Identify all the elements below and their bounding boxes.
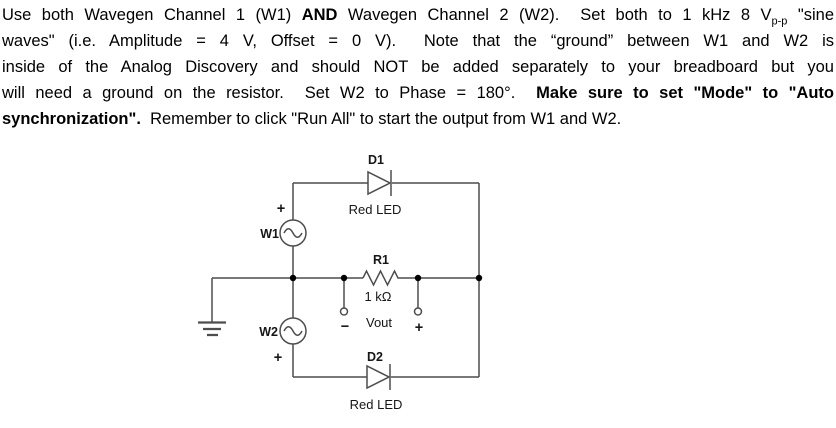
w2-label: W2 (259, 325, 278, 339)
vout-plus-terminal (413, 307, 423, 316)
text-line-1: Use both Wavegen Channel 1 (W1) AND Wave… (0, 2, 836, 28)
text-line-2: waves" (i.e. Amplitude = 4 V, Offset = 0… (0, 28, 836, 54)
junction-dot (414, 274, 422, 282)
vout-minus-sign: − (341, 319, 349, 335)
text-line-5: synchronization". Remember to click "Run… (0, 106, 836, 132)
junction-dot (475, 274, 483, 282)
text-segment: Use both Wavegen Channel 1 (W1) (2, 6, 302, 24)
w1-source-symbol (279, 219, 307, 247)
w1-label: W1 (260, 227, 279, 241)
vout-minus-terminal (339, 307, 349, 316)
circuit-schematic: + W1 D1 Red LED R1 1 kΩ Vout − + W2 + D2… (190, 144, 490, 418)
w2-plus-sign: + (274, 350, 282, 366)
d1-type-label: Red LED (349, 202, 402, 217)
w1-plus-sign: + (277, 201, 285, 217)
text-segment-bold: AND (301, 6, 338, 24)
d2-label: D2 (367, 350, 383, 364)
text-segment: inside of the Analog Discovery and shoul… (2, 58, 834, 76)
text-segment: will need a ground on the resistor. Set … (2, 84, 537, 102)
junction-dot (289, 274, 297, 282)
text-segment-bold: synchronization". (2, 110, 141, 128)
ground-symbol (198, 278, 226, 337)
text-segment: waves" (i.e. Amplitude = 4 V, Offset = 0… (2, 32, 834, 50)
junction-dot (340, 274, 348, 282)
text-segment: Wavegen Channel 2 (W2). Set both to 1 kH… (337, 6, 772, 24)
text-segment: "sine (787, 6, 835, 24)
r1-resistor-symbol (362, 269, 402, 287)
w2-source-symbol (279, 317, 307, 345)
text-segment-subscript: p-p (771, 15, 788, 28)
text-segment-bold: Make sure to set "Mode" to "Auto (536, 84, 834, 102)
text-line-4: will need a ground on the resistor. Set … (0, 80, 836, 106)
text-line-3: inside of the Analog Discovery and shoul… (0, 54, 836, 80)
d1-diode-symbol (367, 170, 392, 196)
vout-label: Vout (366, 315, 392, 330)
d2-type-label: Red LED (350, 397, 403, 412)
r1-value-label: 1 kΩ (364, 289, 391, 304)
d2-diode-symbol (366, 364, 391, 390)
instruction-paragraph: Use both Wavegen Channel 1 (W1) AND Wave… (0, 2, 836, 132)
vout-plus-sign: + (415, 320, 423, 336)
d1-label: D1 (368, 153, 384, 167)
r1-label: R1 (373, 253, 389, 267)
text-segment: Remember to click "Run All" to start the… (140, 110, 622, 128)
